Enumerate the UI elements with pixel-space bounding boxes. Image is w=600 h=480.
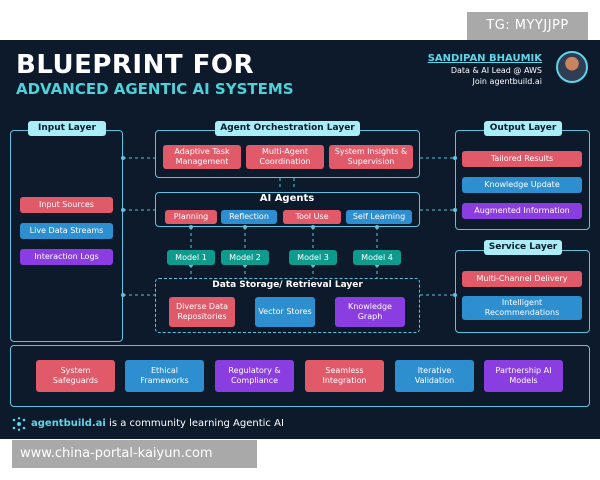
agent-reflection: Reflection [221,210,277,224]
storage-item-2: Knowledge Graph [335,297,405,327]
title-line-1: BLUEPRINT FOR [16,50,255,80]
agentbuild-logo-icon [12,417,26,431]
output-item-0: Tailored Results [462,151,582,167]
service-item-1: Intelligent Recommendations [462,296,582,320]
ai-agents-panel [155,192,420,227]
author-block: SANDIPAN BHAUMIK Data & AI Lead @ AWS Jo… [428,52,542,87]
watermark-top: TG: MYYJJPP [467,12,588,40]
storage-item-1: Vector Stores [255,297,315,327]
storage-item-0: Diverse Data Repositories [169,297,235,327]
data-storage-panel [155,278,420,333]
avatar [556,51,588,83]
service-layer-panel [455,250,590,333]
input-layer-label: Input Layer [28,121,106,136]
input-item-0: Input Sources [20,197,113,213]
model-4: Model 4 [353,250,401,265]
governance-item-0: System Safeguards [36,360,115,392]
governance-item-4: Iterative Validation [395,360,474,392]
orchestration-item-2: System Insights & Supervision [329,145,413,169]
orchestration-item-0: Adaptive Task Management [163,145,241,169]
service-item-0: Multi-Channel Delivery [462,271,582,287]
governance-item-5: Partnership AI Models [484,360,563,392]
watermark-bottom: www.china-portal-kaiyun.com [12,440,257,468]
governance-item-2: Regulatory & Compliance [215,360,294,392]
model-3: Model 3 [289,250,337,265]
footer-brand-link[interactable]: agentbuild.ai [31,418,106,429]
orchestration-layer-label: Agent Orchestration Layer [215,121,360,136]
ai-agents-label: AI Agents [259,193,315,204]
agent-planning: Planning [165,210,217,224]
governance-item-3: Seamless Integration [305,360,384,392]
governance-panel [10,345,590,407]
output-item-2: Augmented Information [462,203,582,219]
title-line-2: ADVANCED AGENTIC AI SYSTEMS [16,80,294,98]
author-name: SANDIPAN BHAUMIK [427,53,542,64]
footer-text: is a community learning Agentic AI [105,418,284,429]
agent-self-learning: Self Learning [346,210,412,224]
footer: agentbuild.ai is a community learning Ag… [31,418,284,429]
output-item-1: Knowledge Update [462,177,582,193]
agent-tool-use: Tool Use [283,210,341,224]
data-storage-label: Data Storage/ Retrieval Layer [212,280,363,290]
model-1: Model 1 [167,250,215,265]
author-join: Join agentbuild.ai [472,77,542,86]
model-2: Model 2 [221,250,269,265]
diagram-board: BLUEPRINT FOR ADVANCED AGENTIC AI SYSTEM… [0,40,600,439]
governance-item-1: Ethical Frameworks [125,360,204,392]
orchestration-item-1: Multi-Agent Coordination [246,145,324,169]
input-item-2: Interaction Logs [20,249,113,265]
output-layer-label: Output Layer [484,121,562,136]
author-role: Data & AI Lead @ AWS [450,66,542,75]
input-item-1: Live Data Streams [20,223,113,239]
service-layer-label: Service Layer [484,240,562,255]
